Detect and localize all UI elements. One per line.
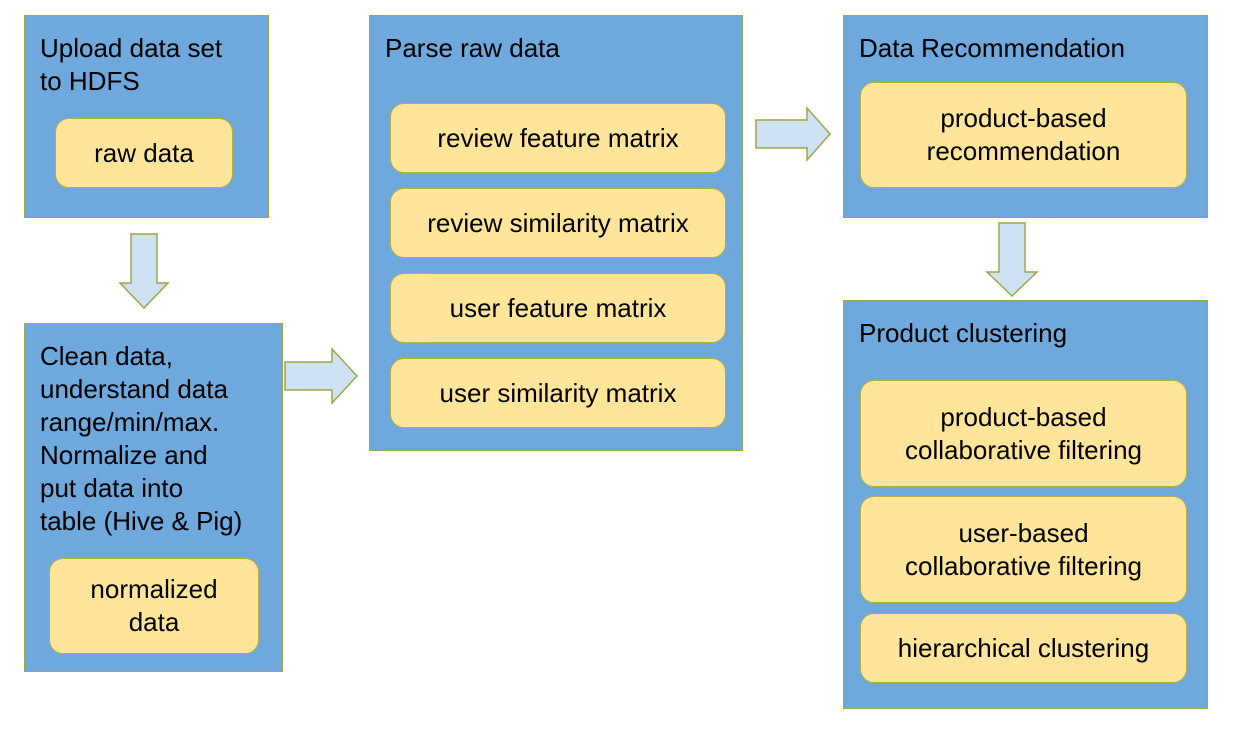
recommendation-panel-title: Data Recommendation [859,33,1125,63]
clustering-panel: Product clustering product-based collabo… [843,300,1208,709]
recommendation-panel: Data Recommendation product-based recomm… [843,15,1208,218]
hierarchical-clustering-item: hierarchical clustering [860,613,1187,683]
product-based-recommendation-item: product-based recommendation [860,82,1187,188]
user-feature-matrix-item: user feature matrix [390,273,726,343]
product-based-cf-item: product-based collaborative filtering [860,380,1187,487]
upload-panel-title: Upload data set to HDFS [40,33,223,96]
user-based-cf-item: user-based collaborative filtering [860,496,1187,603]
down-arrow-recommendation-to-clustering [985,222,1039,298]
raw-data-item: raw data [55,118,233,188]
clean-panel-title: Clean data, understand data range/min/ma… [40,341,243,536]
down-arrow-upload-to-clean [118,233,170,310]
right-arrow-clean-to-parse [284,347,359,405]
parse-panel: Parse raw data review feature matrix rev… [369,15,743,451]
normalized-data-item: normalized data [49,558,259,654]
review-similarity-matrix-item: review similarity matrix [390,188,726,258]
review-feature-matrix-item: review feature matrix [390,103,726,173]
user-similarity-matrix-item: user similarity matrix [390,358,726,428]
upload-panel: Upload data set to HDFS raw data [24,15,269,218]
right-arrow-parse-to-recommendation [755,106,832,162]
clean-panel: Clean data, understand data range/min/ma… [24,323,283,672]
clustering-panel-title: Product clustering [859,318,1068,348]
parse-panel-title: Parse raw data [385,33,560,63]
